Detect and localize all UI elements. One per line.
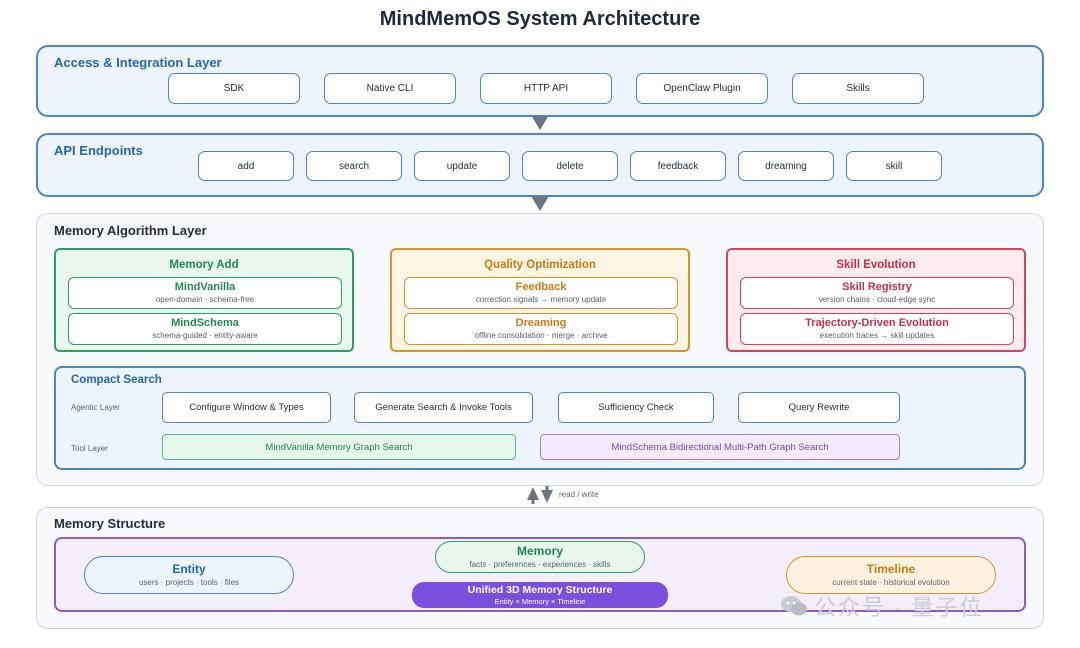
tool-mindschema-graph-search[interactable]: MindSchema Bidirectional Multi-Path Grap… (540, 434, 900, 460)
endpoint-add[interactable]: add (198, 151, 294, 181)
memory-title: Memory (516, 544, 563, 558)
access-item-http-api[interactable]: HTTP API (480, 73, 612, 104)
entity-node[interactable]: Entity users · projects · tools · files (84, 556, 294, 594)
group-title-quality-optimization: Quality Optimization (484, 259, 596, 271)
tool-mindvanilla-graph-search[interactable]: MindVanilla Memory Graph Search (162, 434, 516, 460)
compact-search-title: Compact Search (71, 374, 162, 386)
step-query-rewrite[interactable]: Query Rewrite (738, 392, 900, 423)
card-title: Dreaming (515, 317, 567, 329)
timeline-node[interactable]: Timeline current state · historical evol… (786, 556, 996, 594)
timeline-title: Timeline (866, 562, 916, 576)
memory-node[interactable]: Memory facts · preferences · experiences… (435, 541, 645, 573)
group-title-memory-add: Memory Add (169, 259, 239, 271)
watermark: 公众号 · 量子位 (780, 590, 984, 622)
card-subtitle: execution traces → skill updates (819, 331, 935, 340)
access-item-skills[interactable]: Skills (792, 73, 924, 104)
page-title: MindMemOS System Architecture (379, 8, 701, 30)
unified-title: Unified 3D Memory Structure (467, 583, 613, 596)
endpoint-update[interactable]: update (414, 151, 510, 181)
endpoint-search[interactable]: search (306, 151, 402, 181)
wechat-icon (781, 596, 807, 616)
agentic-layer-label: Agentic Layer (71, 403, 120, 412)
card-feedback[interactable]: Feedback correction signals → memory upd… (404, 277, 678, 309)
group-quality-optimization: Quality Optimization Feedback correction… (390, 248, 690, 352)
card-title: Feedback (515, 281, 567, 293)
step-configure-window[interactable]: Configure Window & Types (162, 392, 331, 423)
card-subtitle: correction signals → memory update (475, 295, 607, 304)
endpoint-dreaming[interactable]: dreaming (738, 151, 834, 181)
group-title-skill-evolution: Skill Evolution (836, 259, 916, 271)
card-subtitle: open-domain · schema-free (155, 295, 255, 304)
memory-structure-title: Memory Structure (54, 516, 166, 531)
up-arrow-read (527, 487, 539, 500)
group-skill-evolution: Skill Evolution Skill Registry version c… (726, 248, 1026, 352)
card-title: MindSchema (171, 317, 239, 329)
unified-subtitle: Entity × Memory × Timeline (494, 596, 586, 606)
endpoint-feedback[interactable]: feedback (630, 151, 726, 181)
down-arrow-api-algorithm (531, 196, 549, 211)
card-title: Skill Registry (842, 281, 912, 293)
card-skill-registry[interactable]: Skill Registry version chains · cloud-ed… (740, 277, 1014, 309)
down-arrow-write (541, 490, 553, 503)
access-item-native-cli[interactable]: Native CLI (324, 73, 456, 104)
card-title: Trajectory-Driven Evolution (805, 317, 949, 329)
group-memory-add: Memory Add MindVanilla open-domain · sch… (54, 248, 354, 352)
tool-layer-label: Tool Layer (71, 444, 108, 453)
unified-3d-memory-node[interactable]: Unified 3D Memory Structure Entity × Mem… (412, 582, 668, 608)
card-dreaming[interactable]: Dreaming offline consolidation · merge ·… (404, 313, 678, 345)
endpoint-skill[interactable]: skill (846, 151, 942, 181)
down-arrow-access-api (531, 115, 549, 130)
timeline-subtitle: current state · historical evolution (832, 578, 950, 587)
access-item-openclaw-plugin[interactable]: OpenClaw Plugin (636, 73, 768, 104)
entity-title: Entity (172, 562, 206, 576)
watermark-text: 公众号 · 量子位 (814, 595, 984, 620)
step-sufficiency-check[interactable]: Sufficiency Check (558, 392, 714, 423)
api-layer-title: API Endpoints (54, 143, 143, 158)
access-item-sdk[interactable]: SDK (168, 73, 300, 104)
memory-subtitle: facts · preferences · experiences · skil… (469, 560, 611, 569)
entity-subtitle: users · projects · tools · files (138, 578, 240, 587)
card-trajectory-driven-evolution[interactable]: Trajectory-Driven Evolution execution tr… (740, 313, 1014, 345)
card-mindschema[interactable]: MindSchema schema-guided · entity-aware (68, 313, 342, 345)
card-subtitle: schema-guided · entity-aware (152, 331, 258, 340)
access-layer-title: Access & Integration Layer (54, 55, 222, 70)
card-subtitle: version chains · cloud-edge sync (818, 295, 936, 304)
card-subtitle: offline consolidation · merge · archive (474, 331, 608, 340)
endpoint-delete[interactable]: delete (522, 151, 618, 181)
card-title: MindVanilla (174, 281, 236, 293)
algorithm-layer-title: Memory Algorithm Layer (54, 223, 207, 238)
card-mindvanilla[interactable]: MindVanilla open-domain · schema-free (68, 277, 342, 309)
read-write-label: read / write (559, 490, 599, 499)
step-generate-search[interactable]: Generate Search & Invoke Tools (354, 392, 533, 423)
